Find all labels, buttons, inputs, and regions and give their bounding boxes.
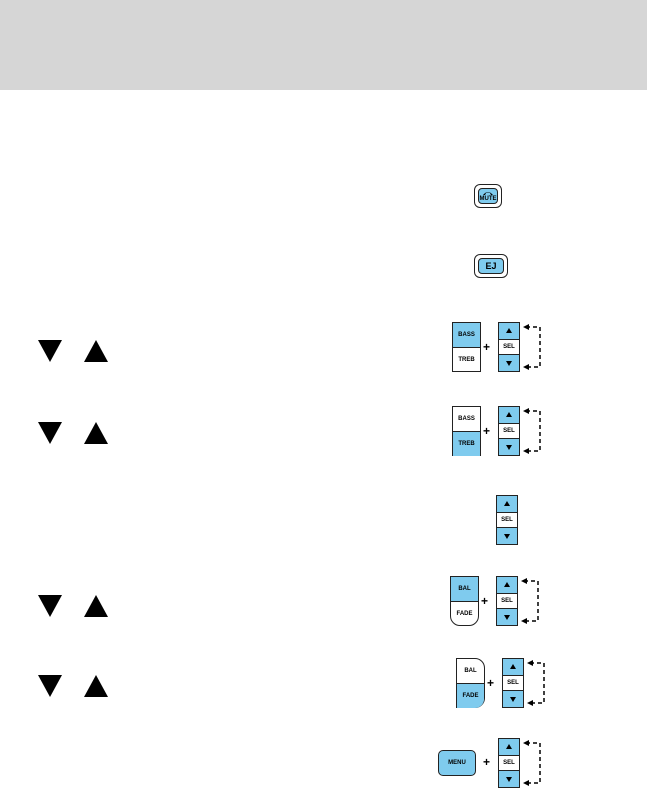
down-arrow-icon	[504, 615, 510, 620]
plus-sign: +	[487, 676, 495, 690]
bal-label: BAL	[464, 668, 477, 674]
down-arrow-icon	[506, 777, 512, 782]
treb-label: TREB	[458, 441, 475, 447]
bal-fade-button[interactable]: BAL FADE	[450, 576, 479, 626]
bass-treb-button[interactable]: BASS TREB	[452, 406, 481, 456]
bass-label: BASS	[458, 416, 475, 422]
down-arrow-icon	[504, 534, 510, 539]
cycle-arrow-icon	[527, 660, 545, 706]
sel-label: SEL	[503, 344, 515, 350]
plus-sign: +	[483, 424, 491, 438]
sel-rocker[interactable]: SEL	[496, 576, 518, 626]
down-triangle-icon	[38, 595, 62, 617]
plus-sign: +	[481, 594, 489, 608]
up-triangle-icon	[84, 340, 108, 362]
decrease-increase-arrows	[38, 675, 108, 699]
treb-label: TREB	[458, 357, 475, 363]
cycle-arrow-icon	[521, 578, 539, 624]
up-arrow-icon	[504, 582, 510, 587]
up-triangle-icon	[84, 675, 108, 697]
down-arrow-icon	[506, 361, 512, 366]
sel-rocker[interactable]: SEL	[496, 495, 518, 545]
cycle-arrow-icon	[523, 324, 541, 370]
down-arrow-icon	[510, 697, 516, 702]
plus-sign: +	[483, 340, 491, 354]
mute-button[interactable]: MUTE	[474, 184, 502, 208]
decrease-increase-arrows	[38, 595, 108, 619]
phone-handset-icon	[483, 192, 493, 195]
down-triangle-icon	[38, 675, 62, 697]
fade-label: FADE	[456, 611, 473, 617]
decrease-increase-arrows	[38, 340, 108, 364]
down-triangle-icon	[38, 422, 62, 444]
cycle-arrow-icon	[523, 740, 541, 786]
eject-button[interactable]: EJ	[474, 254, 508, 278]
cycle-arrow-icon	[523, 408, 541, 454]
up-arrow-icon	[506, 328, 512, 333]
up-arrow-icon	[506, 412, 512, 417]
sel-rocker[interactable]: SEL	[502, 658, 524, 708]
sel-label: SEL	[503, 760, 515, 766]
plus-sign: +	[483, 755, 491, 769]
sel-rocker[interactable]: SEL	[498, 738, 520, 788]
up-triangle-icon	[84, 595, 108, 617]
up-arrow-icon	[506, 744, 512, 749]
mute-label: MUTE	[479, 196, 497, 202]
bass-label: BASS	[458, 332, 475, 338]
bal-fade-button[interactable]: BAL FADE	[456, 658, 485, 708]
sel-label: SEL	[507, 680, 519, 686]
up-arrow-icon	[504, 501, 510, 506]
bass-treb-button[interactable]: BASS TREB	[452, 322, 481, 372]
sel-label: SEL	[501, 598, 513, 604]
sel-rocker[interactable]: SEL	[498, 406, 520, 456]
menu-button[interactable]: MENU	[438, 750, 476, 776]
page-header-band	[0, 0, 647, 90]
eject-label: EJ	[485, 261, 497, 271]
down-triangle-icon	[38, 340, 62, 362]
sel-rocker[interactable]: SEL	[498, 322, 520, 372]
bal-label: BAL	[458, 586, 471, 592]
menu-label: MENU	[448, 760, 466, 766]
down-arrow-icon	[506, 445, 512, 450]
sel-label: SEL	[503, 428, 515, 434]
up-arrow-icon	[510, 664, 516, 669]
sel-label: SEL	[501, 517, 513, 523]
decrease-increase-arrows	[38, 422, 108, 446]
up-triangle-icon	[84, 422, 108, 444]
fade-label: FADE	[462, 693, 479, 699]
